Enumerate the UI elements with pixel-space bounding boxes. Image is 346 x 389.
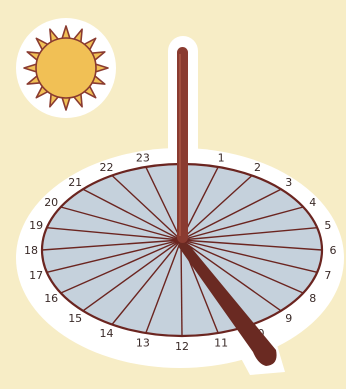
hour-label: 16: [44, 292, 58, 305]
hour-label: 23: [136, 151, 150, 164]
hour-label: 15: [68, 312, 82, 325]
hour-label: 9: [285, 312, 292, 325]
hour-label: 5: [324, 219, 331, 232]
hour-label: 20: [44, 196, 58, 209]
sun-icon: [16, 18, 116, 118]
hour-label: 13: [136, 337, 150, 350]
hour-label: 14: [100, 327, 114, 340]
hour-line: [181, 240, 182, 336]
hour-label: 18: [24, 244, 38, 257]
hour-label: 1: [218, 151, 225, 164]
hour-label: 17: [29, 269, 43, 282]
hour-label: 11: [214, 337, 228, 350]
gnomon-stick: [177, 47, 188, 243]
hour-label: 6: [330, 244, 337, 257]
hour-label: 12: [175, 340, 189, 353]
hour-label: 3: [285, 176, 292, 189]
hour-label: 8: [309, 292, 316, 305]
hour-label: 19: [29, 219, 43, 232]
hour-label: 4: [309, 196, 316, 209]
hour-label: 2: [254, 161, 261, 174]
hour-label: 7: [324, 269, 331, 282]
hour-label: 21: [68, 176, 82, 189]
hour-label: 22: [100, 161, 114, 174]
